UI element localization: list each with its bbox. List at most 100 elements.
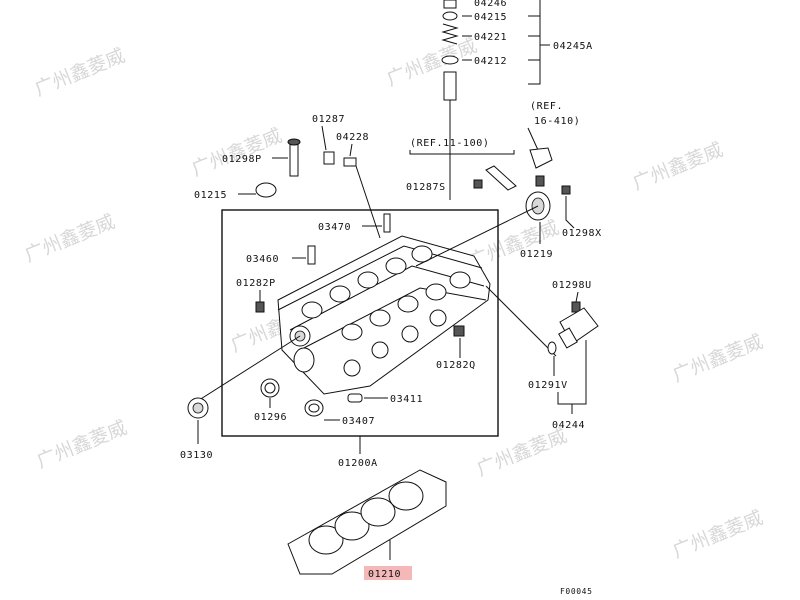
upper-left-parts: 01287 04228 01298P 01215 <box>194 114 381 239</box>
gasket-bore-3 <box>360 497 396 527</box>
part-label-04215: 04215 <box>474 12 507 23</box>
watermark: 广州鑫菱威 <box>466 217 562 273</box>
sensor-body <box>529 147 553 169</box>
dowel-03470 <box>383 213 391 233</box>
cam-bearing <box>425 283 447 301</box>
cam-bearing <box>411 245 433 263</box>
valve-guide <box>443 71 457 101</box>
o-ring-01291v <box>547 341 557 355</box>
bracket-line <box>528 0 541 85</box>
cam-bearing <box>369 309 391 327</box>
part-label-04246: 04246 <box>474 0 507 9</box>
oil-control-valve-group: 01298U 01291V 04244 <box>528 280 599 431</box>
cam-bearing <box>385 257 407 275</box>
gasket-bore-1 <box>308 525 344 555</box>
part-label-04221: 04221 <box>474 32 507 43</box>
dowel-04228 <box>343 157 357 167</box>
sensor-plug <box>535 175 545 187</box>
plug-01282p <box>255 301 265 313</box>
watermark: 广州鑫菱威 <box>474 425 570 481</box>
part-label-04244: 04244 <box>552 420 585 431</box>
head-edge <box>277 245 483 311</box>
spring-seat <box>441 55 459 65</box>
assembly-line <box>415 205 539 267</box>
coolant-port <box>429 309 447 327</box>
part-label-03411: 03411 <box>390 394 423 405</box>
head-gasket-group: 01210 <box>287 469 447 580</box>
watermark: 广州鑫菱威 <box>32 45 128 101</box>
part-label-04228: 04228 <box>336 132 369 143</box>
figure-id: F00045 <box>560 587 593 596</box>
valve-keeper <box>443 0 457 9</box>
coolant-port <box>371 341 389 359</box>
bolt-01298u <box>571 301 581 313</box>
watermark: 广州鑫菱威 <box>630 139 726 195</box>
part-label-03407: 03407 <box>342 416 375 427</box>
watermark: 广州鑫菱威 <box>670 507 766 563</box>
valve-retainer <box>442 11 458 21</box>
leader-line <box>575 291 579 303</box>
watermark: 广州鑫菱威 <box>22 211 118 267</box>
gasket-bore-4 <box>388 481 424 511</box>
cam-bearing <box>329 285 351 303</box>
assembly-labels: 03470 03460 01282P 01282Q 01296 03407 03… <box>236 213 476 469</box>
part-label-01215: 01215 <box>194 190 227 201</box>
stud-01287 <box>323 151 335 165</box>
ref-label-16-410-a: (REF. <box>530 101 563 112</box>
leader-line <box>355 165 381 239</box>
oil-control-valve-connector <box>558 327 578 349</box>
assembly-line <box>195 335 301 403</box>
part-label-01298P: 01298P <box>222 154 262 165</box>
part-label-01298X: 01298X <box>562 228 602 239</box>
ref-label-16-410-b: 16-410) <box>534 116 580 127</box>
part-label-01287S: 01287S <box>406 182 446 193</box>
cylinder-head <box>277 235 491 395</box>
stud-01287s <box>473 179 483 189</box>
gasket-bore-2 <box>334 511 370 541</box>
part-label-01210[interactable]: 01210 <box>368 569 401 580</box>
camshaft-oil-seal-inner <box>192 402 204 414</box>
part-label-01282Q: 01282Q <box>436 360 476 371</box>
part-label-04212: 04212 <box>474 56 507 67</box>
cam-bearing <box>357 271 379 289</box>
seal-03407-inner <box>308 403 320 413</box>
plug-01282q <box>453 325 465 337</box>
bolt-head <box>287 138 301 146</box>
bolt-01298p <box>289 141 299 177</box>
cam-bearing <box>397 295 419 313</box>
cam-bearing <box>301 301 323 319</box>
part-label-04245A: 04245A <box>553 41 593 52</box>
cam-bearing <box>341 323 363 341</box>
plug-03411 <box>347 393 363 403</box>
cam-bearing <box>449 271 471 289</box>
part-label-01291V: 01291V <box>528 380 568 391</box>
part-label-01287: 01287 <box>312 114 345 125</box>
camshaft-seal-group: 03130 <box>180 397 213 461</box>
bracket-line <box>557 340 587 405</box>
watermark: 广州鑫菱威 <box>34 417 130 473</box>
leader-line <box>527 127 539 151</box>
leader-line <box>349 143 353 157</box>
valve-spring <box>441 23 459 45</box>
pin-03460 <box>307 245 316 265</box>
assembly-lines <box>195 205 557 403</box>
ref-11-100-group: (REF.11-100) 01287S <box>406 138 517 193</box>
watermark: 广州鑫菱威 <box>384 35 480 91</box>
part-label-03470: 03470 <box>318 222 351 233</box>
highlight-box <box>364 566 412 580</box>
assembly-line <box>485 285 557 357</box>
coolant-port <box>401 325 419 343</box>
part-label-01219: 01219 <box>520 249 553 260</box>
coolant-port <box>343 359 361 377</box>
part-label-03130: 03130 <box>180 450 213 461</box>
part-label-01296: 01296 <box>254 412 287 423</box>
ref-bracket <box>409 150 515 155</box>
watermark: 广州鑫菱威 <box>670 331 766 387</box>
ref-label-11-100: (REF.11-100) <box>410 138 489 149</box>
leader-line <box>565 196 575 229</box>
tube-part <box>485 165 517 191</box>
bolt-01298x <box>561 185 571 195</box>
part-label-01298U: 01298U <box>552 280 592 291</box>
part-label-01200A: 01200A <box>338 458 378 469</box>
